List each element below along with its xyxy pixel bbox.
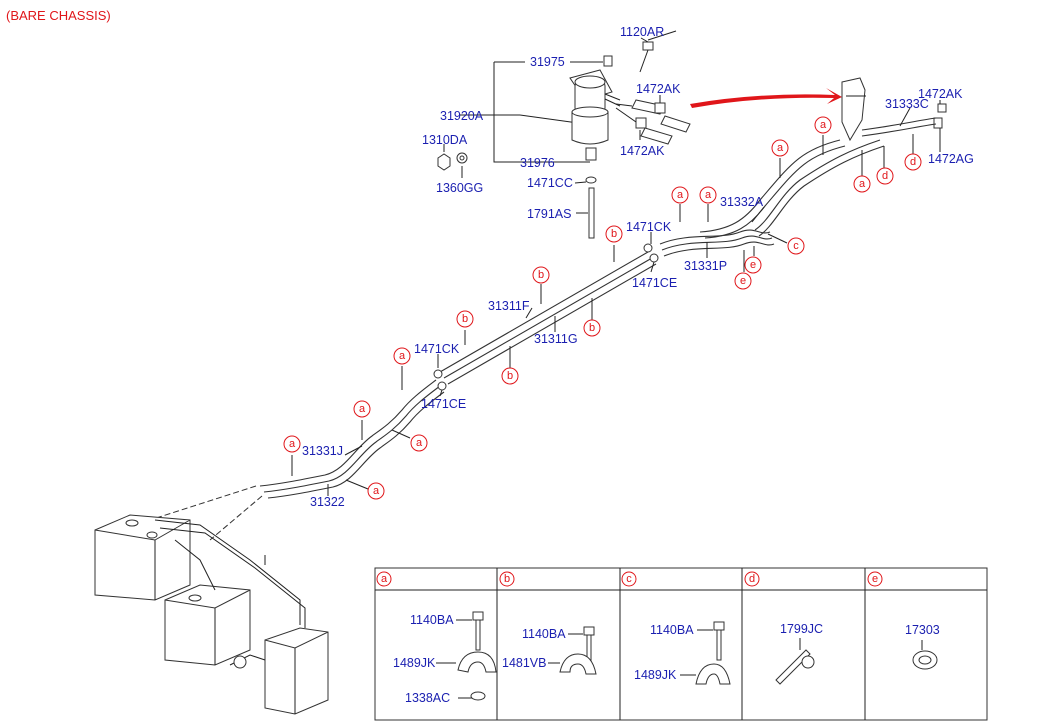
label-1471CE-left: 1471CE [421,397,466,411]
svg-text:e: e [750,259,756,271]
svg-text:b: b [611,228,617,240]
svg-text:c: c [793,240,799,252]
legend-header-b: b [499,571,515,587]
legend-header-e: e [867,571,883,587]
legend-table: a b c d e 1140BA 1489JK 1338AC 1140BA 14… [374,567,988,721]
legend-header-d: d [744,571,760,587]
callout-e-2: e [734,272,752,290]
svg-text:b: b [589,322,595,334]
svg-text:a: a [373,485,380,497]
label-1120AR: 1120AR [620,25,664,39]
fuel-filter-assembly [437,37,691,239]
callout-e-1: e [744,256,762,274]
legend-d-part-1: 1799JC [780,622,823,636]
svg-text:e: e [872,573,878,585]
callout-a-8: a [410,434,428,452]
label-31311G: 31311G [534,332,578,346]
callout-d-2: d [904,153,922,171]
label-31332A: 31332A [720,195,764,209]
label-1471CC: 1471CC [527,176,573,190]
diagram-title: (BARE CHASSIS) [6,8,111,23]
svg-text:a: a [416,437,423,449]
legend-b-part-1: 1140BA [522,627,566,641]
svg-text:a: a [820,119,827,131]
label-31333C: 31333C [885,97,929,111]
label-31311F: 31311F [488,299,530,313]
label-1472AG: 1472AG [928,152,974,166]
fuel-lines [149,117,937,541]
label-31331P: 31331P [684,259,727,273]
label-1472AK-top: 1472AK [636,82,681,96]
legend-header-c: c [621,571,637,587]
svg-text:a: a [381,573,388,585]
svg-text:a: a [399,350,406,362]
fuel-tanks [94,514,329,715]
svg-text:a: a [677,189,684,201]
label-1791AS: 1791AS [527,207,571,221]
svg-text:d: d [882,170,888,182]
svg-text:b: b [462,313,468,325]
label-1471CE-right: 1471CE [632,276,677,290]
callouts: a a a d d a a c e e b b b b b a a a a a [283,116,922,500]
callout-b-1: b [605,225,623,243]
svg-text:b: b [538,269,544,281]
callout-a-5: a [699,186,717,204]
legend-a-part-1: 1140BA [410,613,454,627]
svg-text:a: a [289,438,296,450]
label-1310DA: 1310DA [422,133,468,147]
label-1472AK-right: 1472AK [918,87,963,101]
svg-text:a: a [859,178,866,190]
label-31331J: 31331J [302,444,343,458]
callout-b-2: b [532,266,550,284]
callout-a-9: a [283,435,301,453]
callout-c-1: c [787,237,805,255]
label-1471CK-right: 1471CK [626,220,672,234]
svg-text:d: d [749,573,755,585]
label-1360GG: 1360GG [436,181,483,195]
callout-a-1: a [814,116,832,134]
label-1472AK-mid: 1472AK [620,144,665,158]
legend-c-part-1: 1140BA [650,623,694,637]
label-31976: 31976 [520,156,555,170]
callout-a-10: a [367,482,385,500]
callout-b-5: b [501,367,519,385]
svg-text:e: e [740,275,746,287]
label-1471CK-left: 1471CK [414,342,460,356]
callout-a-3: a [853,175,871,193]
part-labels: 1120AR 31975 31920A 1310DA 1360GG 31976 … [302,25,974,509]
callout-b-3: b [583,319,601,337]
callout-a-6: a [393,347,411,365]
svg-text:c: c [626,573,632,585]
callout-a-7: a [353,400,371,418]
legend-c-part-2: 1489JK [634,668,677,682]
label-31920A: 31920A [440,109,484,123]
svg-text:b: b [504,573,510,585]
callout-a-2: a [771,139,789,157]
svg-text:b: b [507,370,513,382]
legend-a-part-3: 1338AC [405,691,450,705]
legend-header-a: a [376,571,392,587]
label-31975: 31975 [530,55,565,69]
svg-text:d: d [910,156,916,168]
leader-lines [291,30,941,496]
callout-a-4: a [671,186,689,204]
engine-connector [841,77,947,142]
svg-text:a: a [705,189,712,201]
label-31322: 31322 [310,495,345,509]
legend-e-part-1: 17303 [905,623,940,637]
legend-b-part-2: 1481VB [502,656,546,670]
svg-text:a: a [777,142,784,154]
callout-d-1: d [876,167,894,185]
direction-arrow [690,88,842,108]
svg-text:a: a [359,403,366,415]
legend-a-part-2: 1489JK [393,656,436,670]
callout-b-4: b [456,310,474,328]
